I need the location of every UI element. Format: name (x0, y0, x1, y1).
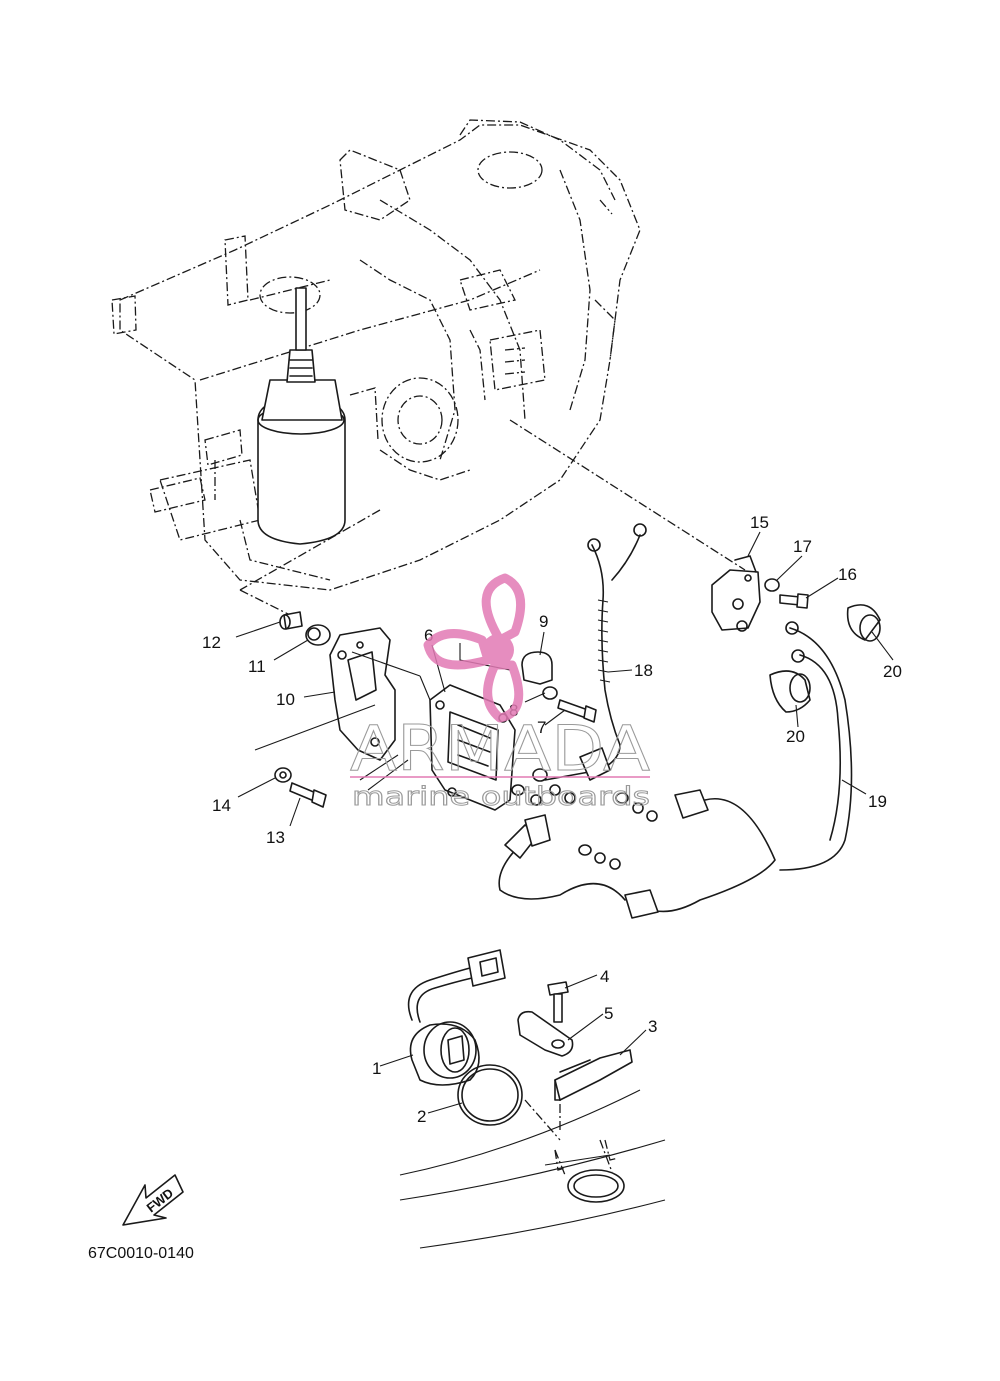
callout-16: 16 (838, 565, 857, 584)
callout-15: 15 (750, 513, 769, 532)
part-12-collar (279, 611, 303, 630)
callout-13: 13 (266, 828, 285, 847)
callout-5: 5 (604, 1004, 613, 1023)
callout-20b: 20 (786, 727, 805, 746)
watermark-tagline: marine outboards (352, 782, 650, 812)
callout-6: 6 (424, 626, 433, 645)
part-13-bolt (289, 782, 327, 808)
callout-3: 3 (648, 1017, 657, 1036)
callout-leader-lines (235, 531, 894, 1114)
part-19-main-harness (498, 621, 853, 919)
callout-1: 1 (372, 1059, 381, 1078)
callout-19: 19 (868, 792, 887, 811)
part-7-bolt (557, 699, 597, 723)
lower-housing-outline (399, 1089, 666, 1249)
part-20-cap-upper (846, 604, 881, 642)
part-15-relay-block (711, 555, 761, 632)
callout-18: 18 (634, 661, 653, 680)
forward-direction-arrow: FWD (122, 1174, 184, 1226)
callout-7: 7 (537, 718, 546, 737)
callout-12: 12 (202, 633, 221, 652)
part-17-washer (764, 578, 780, 592)
callout-11: 11 (248, 657, 266, 676)
callout-2: 2 (417, 1107, 426, 1126)
part-2-o-ring (457, 1064, 523, 1126)
callout-17: 17 (793, 537, 812, 556)
callout-14: 14 (212, 796, 231, 815)
part-14-washer (274, 767, 292, 783)
part-10-bracket (254, 627, 421, 761)
part-18-wire-lead (587, 523, 647, 746)
watermark-brand: ARMADA (350, 712, 650, 785)
part-1-sensor (407, 949, 506, 1086)
part-16-bolt (779, 593, 809, 609)
part-11-grommet (305, 624, 331, 646)
callout-10: 10 (276, 690, 295, 709)
callout-labels: 1 2 3 4 5 6 7 8 9 10 11 12 13 14 15 16 1… (202, 513, 902, 1126)
part-20-cap-lower (769, 670, 811, 713)
part-5-clamp (517, 1010, 574, 1057)
part-3-holder (554, 1049, 633, 1101)
part-8-washer (542, 686, 558, 700)
armada-watermark: ARMADA marine outboards (350, 573, 651, 813)
part-4-bolt (547, 981, 569, 1023)
propeller-logo (423, 573, 526, 723)
callout-4: 4 (600, 967, 609, 986)
callout-20a: 20 (883, 662, 902, 681)
callout-9: 9 (539, 612, 548, 631)
starter-motor (257, 287, 346, 545)
engine-block-phantom (111, 119, 641, 591)
diagram-code: 67C0010-0140 (88, 1245, 194, 1262)
